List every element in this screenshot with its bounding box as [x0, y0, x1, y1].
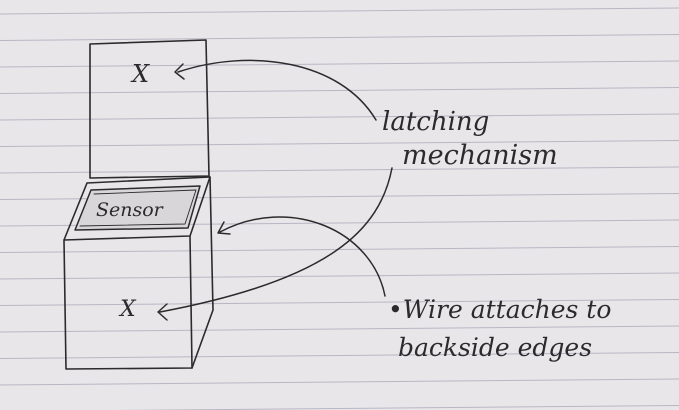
rule-line: [0, 34, 679, 41]
rule-line: [113, 405, 679, 410]
rule-line: [0, 60, 679, 68]
ink-drawing: [63, 39, 393, 370]
arrow-to-bottom-mark: [159, 167, 393, 313]
box-side-face: [191, 176, 214, 369]
rule-line: [0, 272, 679, 280]
arrow-to-top-mark: [177, 59, 377, 121]
rule-line: [0, 87, 679, 94]
top-x-mark: X: [130, 60, 150, 88]
lid-panel: [89, 39, 210, 179]
sensor-plate: [74, 185, 201, 231]
rule-line: [0, 166, 679, 174]
rule-line: [0, 352, 679, 359]
latching-label-line1: latching: [382, 107, 489, 137]
bottom-x-mark: X: [118, 297, 137, 322]
sensor-plate-inner-edge: [79, 189, 197, 227]
wire-note-line1: •Wire attaches to: [388, 295, 611, 324]
sensor-label: Sensor: [96, 199, 165, 221]
rule-line: [0, 246, 679, 253]
rule-line: [0, 140, 679, 147]
rule-line: [0, 378, 679, 386]
rule-line: [0, 299, 679, 306]
arrowhead-top: [174, 63, 185, 80]
box-front-face: [63, 235, 193, 370]
arrow-to-box-side: [219, 216, 386, 297]
rule-line: [0, 113, 679, 121]
arrowhead-bottom: [157, 303, 168, 321]
rule-line: [0, 325, 679, 333]
arrowhead-side: [217, 221, 231, 235]
rule-line: [0, 7, 679, 15]
latching-label-line2: mechanism: [402, 140, 558, 171]
wire-note-line2: backside edges: [398, 333, 592, 362]
